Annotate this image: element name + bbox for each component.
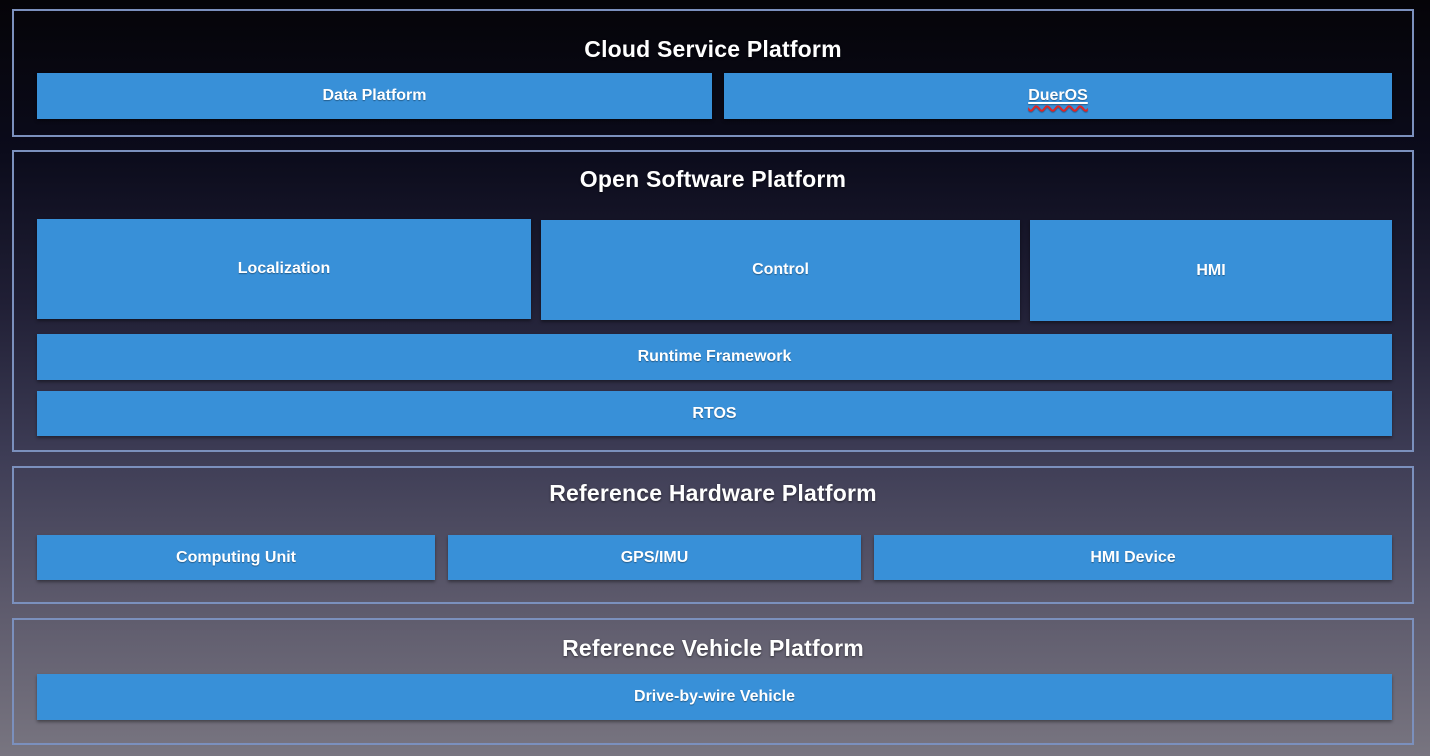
section-title-cloud-service-platform: Cloud Service Platform	[584, 36, 842, 62]
box-control: Control	[541, 220, 1020, 320]
box-dueros[interactable]: DuerOS	[724, 73, 1392, 119]
section-title-open-software-platform: Open Software Platform	[579, 166, 847, 192]
box-runtime-framework: Runtime Framework	[37, 334, 1392, 380]
box-data-platform: Data Platform	[37, 73, 712, 119]
section-cloud-service-platform: Cloud Service Platform Data Platform Due…	[12, 9, 1414, 137]
section-reference-hardware-platform: Reference Hardware Platform Computing Un…	[12, 466, 1414, 604]
section-title-reference-vehicle-platform: Reference Vehicle Platform	[562, 635, 864, 661]
box-gps-imu: GPS/IMU	[448, 535, 861, 580]
box-hmi: HMI	[1030, 220, 1392, 321]
section-title-reference-hardware-platform: Reference Hardware Platform	[549, 480, 877, 506]
box-drive-by-wire-vehicle: Drive-by-wire Vehicle	[37, 674, 1392, 720]
section-reference-vehicle-platform: Reference Vehicle Platform Drive-by-wire…	[12, 618, 1414, 745]
dueros-link-label[interactable]: DuerOS	[1028, 87, 1088, 104]
box-rtos: RTOS	[37, 391, 1392, 436]
box-computing-unit: Computing Unit	[37, 535, 435, 580]
dueros-spellcheck-squiggle: DuerOS	[1028, 87, 1088, 105]
box-localization: Localization	[37, 219, 531, 319]
box-hmi-device: HMI Device	[874, 535, 1392, 580]
section-open-software-platform: Open Software Platform Localization Cont…	[12, 150, 1414, 452]
